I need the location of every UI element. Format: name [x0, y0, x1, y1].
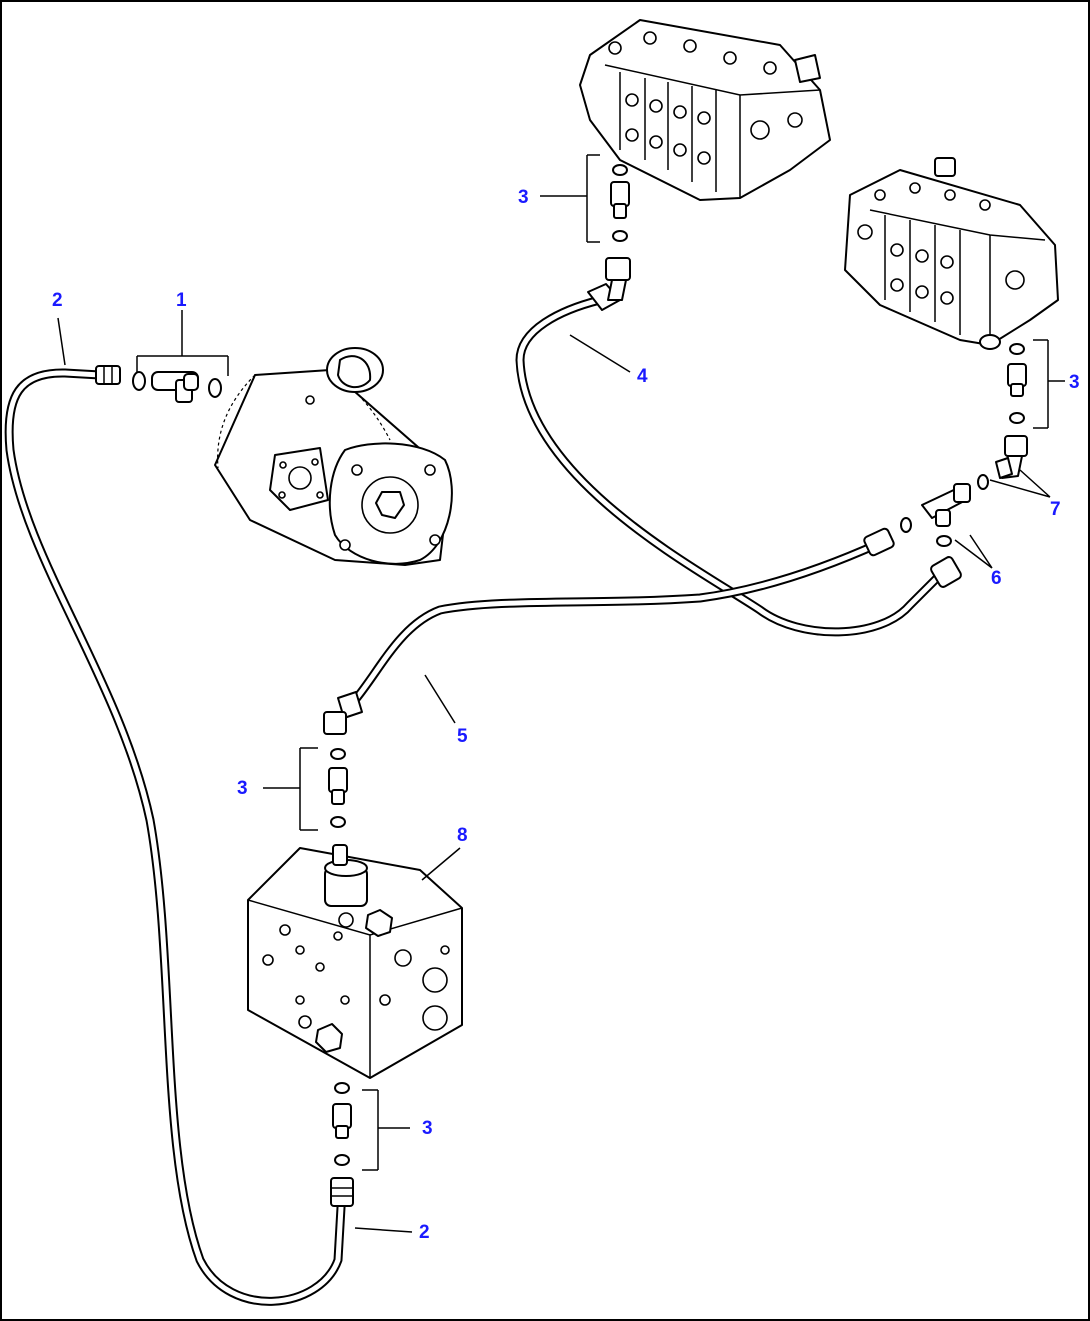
fitting-group-3-top: [610, 164, 630, 242]
valve-block: [247, 847, 463, 1079]
hose-5-end-fitting-top: [863, 527, 895, 557]
callout-6: 6: [991, 568, 1002, 589]
hose-4-end-fitting-bottom: [930, 556, 962, 588]
pump-adapter-fitting: [132, 371, 222, 403]
upper-control-valve: [579, 19, 831, 201]
hose-2-end-fitting-bottom: [330, 1177, 354, 1207]
callout-2-top: 2: [52, 290, 63, 311]
right-control-valve: [844, 157, 1059, 350]
callout-3-right: 3: [1069, 372, 1080, 393]
hose-5: [350, 538, 885, 705]
callout-7: 7: [1050, 499, 1061, 520]
leader-lines: [57, 154, 1065, 1233]
hose-4-end-fitting-top: [587, 257, 631, 311]
fitting-group-3-bottom: [332, 1082, 352, 1166]
hydraulic-pump: [214, 347, 453, 566]
callout-1: 1: [176, 290, 187, 311]
callout-3-bottom: 3: [422, 1118, 433, 1139]
callout-3-top: 3: [518, 187, 529, 208]
fitting-group-3-mid: [328, 748, 348, 828]
callout-3-mid: 3: [237, 778, 248, 799]
hose-4: [515, 295, 945, 637]
hose-2-end-fitting-top: [95, 365, 121, 385]
callout-8: 8: [457, 825, 468, 846]
callout-4: 4: [637, 366, 648, 387]
elbow-fitting: [977, 435, 1028, 490]
callout-5: 5: [457, 726, 468, 747]
tee-fitting: [900, 483, 971, 547]
fitting-group-3-right: [1007, 343, 1027, 424]
valve-block-top-nipple: [332, 844, 348, 866]
callout-2-bottom: 2: [419, 1222, 430, 1243]
hose-2: [4, 368, 347, 1306]
hose-5-end-fitting-bottom: [323, 691, 363, 735]
